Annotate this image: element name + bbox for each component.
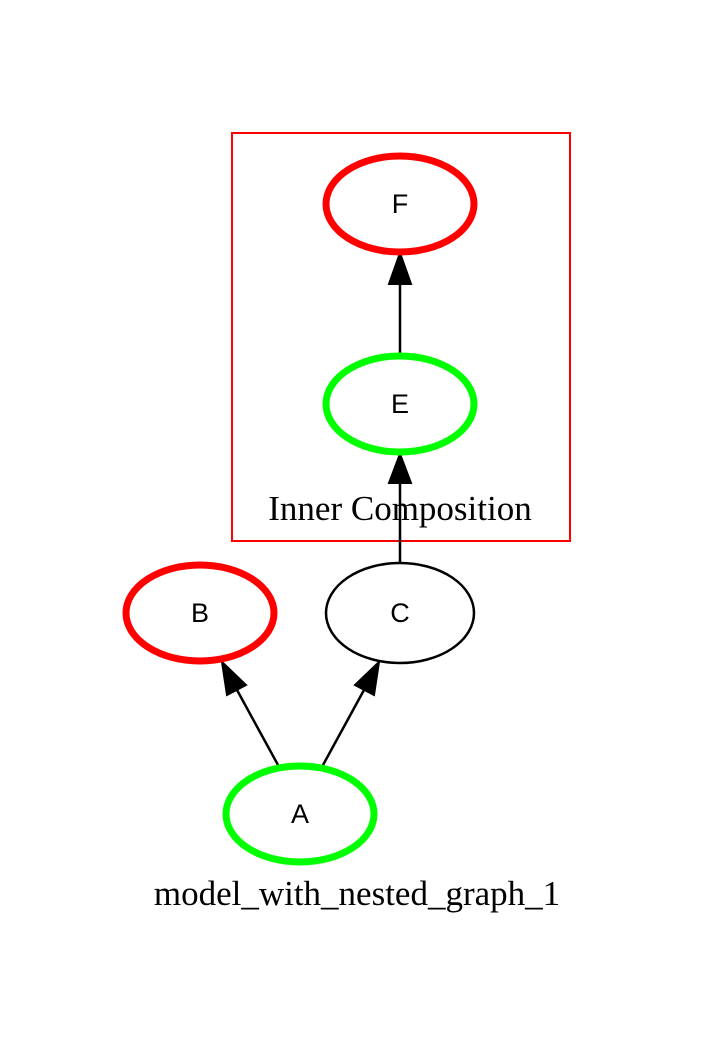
node-f-label: F: [392, 189, 409, 219]
edge-e-f: [387, 250, 413, 353]
node-e-label: E: [391, 389, 409, 419]
node-b-label: B: [191, 598, 209, 628]
node-f-outline: [322, 152, 478, 256]
edge-a-b: [220, 659, 280, 766]
edge-a-b-arrowhead: [220, 659, 248, 697]
node-e[interactable]: E: [322, 352, 478, 456]
node-b[interactable]: B: [122, 561, 278, 665]
edge-a-c-arrowhead: [353, 659, 381, 697]
edge-c-e: [387, 451, 413, 563]
node-c-outline: [324, 561, 476, 665]
edge-e-f-arrowhead: [387, 250, 413, 285]
node-b-outline: [122, 561, 278, 665]
graph-title: model_with_nested_graph_1: [154, 874, 560, 913]
node-e-outline: [322, 352, 478, 456]
node-a[interactable]: A: [222, 762, 378, 866]
cluster-label: Inner Composition: [268, 489, 531, 528]
edge-a-c: [321, 659, 381, 766]
node-a-label: A: [291, 799, 309, 829]
edge-c-e-arrowhead: [387, 451, 413, 484]
node-c-label: C: [390, 598, 410, 628]
node-c[interactable]: C: [324, 561, 476, 665]
node-a-outline: [222, 762, 378, 866]
node-f[interactable]: F: [322, 152, 478, 256]
